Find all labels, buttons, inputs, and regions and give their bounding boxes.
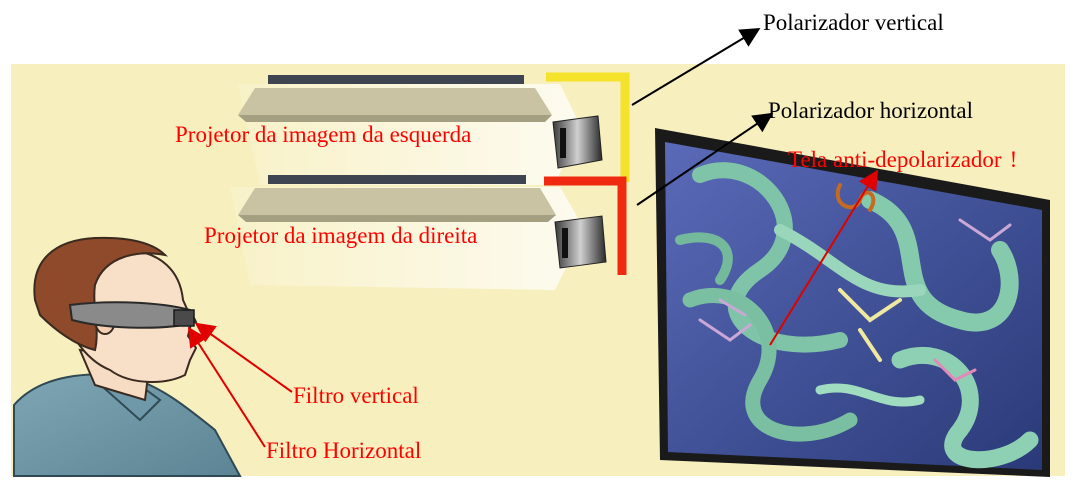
glasses-lens xyxy=(173,309,195,327)
filtro-horizontal-arrow xyxy=(187,326,266,448)
filtro-vertical-label: Filtro vertical xyxy=(293,383,419,408)
tela-label-text: Tela anti-depolarizador xyxy=(788,147,1002,172)
projetor-esquerda-label: Projetor da imagem da esquerda xyxy=(175,122,471,147)
polarizador-vertical-arrow xyxy=(631,27,761,106)
viewer-person xyxy=(13,236,242,477)
tela-label-exclamation: ! xyxy=(1010,147,1018,172)
tela-arrow xyxy=(769,169,879,346)
projector-right-body-shade xyxy=(238,215,556,222)
polarizador-vertical-label: Polarizador vertical xyxy=(763,10,944,35)
horizontal-polarizer xyxy=(544,176,627,275)
stereo-glasses xyxy=(68,301,198,329)
projector-right-top-bar xyxy=(268,175,526,184)
projector-left xyxy=(238,72,630,185)
polarizador-horizontal-arrow xyxy=(636,112,774,206)
molecule-illustration xyxy=(675,162,1039,469)
projector-left-body-shade xyxy=(238,115,552,122)
hair xyxy=(33,236,169,352)
anti-depolarizing-screen xyxy=(655,128,1050,477)
filtro-vertical-arrow xyxy=(194,322,293,393)
projector-left-lens xyxy=(552,115,603,169)
projector-left-top-bar xyxy=(268,75,524,84)
projector-right xyxy=(230,175,627,290)
projector-left-body xyxy=(238,88,552,115)
projector-right-lens xyxy=(554,215,607,269)
projetor-direita-label: Projetor da imagem da direita xyxy=(204,223,477,248)
tela-label: Tela anti-depolarizador! xyxy=(788,147,1017,172)
projector-right-body xyxy=(238,188,556,215)
polarizador-horizontal-label: Polarizador horizontal xyxy=(768,98,973,123)
filtro-horizontal-label: Filtro Horizontal xyxy=(266,438,421,463)
vertical-polarizer xyxy=(546,72,630,182)
